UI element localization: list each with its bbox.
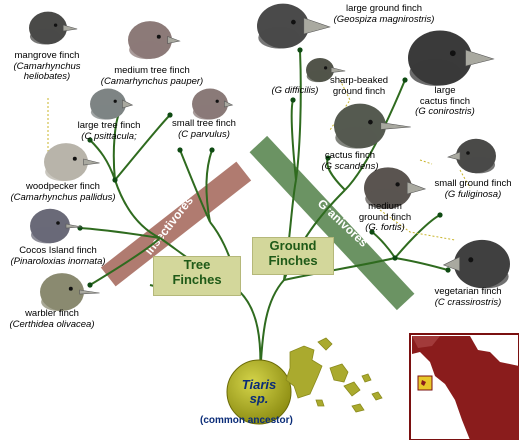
galapagos-islands-map xyxy=(285,337,383,413)
finch-head-icon xyxy=(29,3,510,312)
cocos-island-finch-head-icon xyxy=(30,208,83,244)
large-cactus-finch-head-icon xyxy=(408,30,495,86)
sharp-beaked-finch-head-icon xyxy=(306,57,346,83)
ancestor-label: (common ancestor) xyxy=(200,415,293,426)
small-tree-finch-head-icon xyxy=(192,88,234,120)
ancestor-name: Tiaris sp. xyxy=(229,378,289,406)
label-large-ground-finch: large ground finch (Geospiza magnirostri… xyxy=(333,3,435,25)
ancestor-sp: sp. xyxy=(249,391,269,406)
ancestor-node[interactable] xyxy=(226,359,292,425)
label-woodpecker-finch: woodpecker finch (Camarhynchus pallidus) xyxy=(10,181,116,203)
label-medium-tree-finch: medium tree finch (Camarhynchus pauper) xyxy=(100,65,204,87)
label-cactus-finch: cactus finch (G scandens) xyxy=(321,150,379,172)
large-ground-finch-head-icon xyxy=(257,3,331,49)
large-tree-finch-head-icon xyxy=(90,88,134,120)
medium-ground-finch-head-icon xyxy=(364,167,427,209)
small-ground-finch-head-icon xyxy=(447,138,496,174)
label-vegetarian-finch: vegetarian finch (C crassirostris) xyxy=(434,286,502,308)
woodpecker-finch-head-icon xyxy=(44,143,100,182)
label-sharp-beaked-finch: sharp-beaked ground finch xyxy=(329,75,389,97)
tree-finches-line2: Finches xyxy=(172,272,222,287)
ground-finches-box: Ground Finches xyxy=(252,237,334,275)
label-sharp-beaked-sci: (G difficilis) xyxy=(271,85,319,96)
vegetarian-finch-head-icon xyxy=(442,239,510,289)
medium-tree-finch-head-icon xyxy=(128,21,181,60)
node-dots xyxy=(77,47,451,288)
label-medium-ground-finch: medium ground finch (G. fortis) xyxy=(358,201,412,233)
mangrove-finch-head-icon xyxy=(29,11,78,45)
south-america-map xyxy=(409,333,519,440)
label-large-tree-finch: large tree finch (C psittacula; xyxy=(77,120,141,142)
tree-finches-line1: Tree xyxy=(183,257,211,272)
label-cocos-island-finch: Cocos Island finch (Pinaroloxias inornat… xyxy=(10,245,106,267)
label-mangrove-finch: mangrove finch (Camarhynchus heliobates) xyxy=(13,50,81,82)
label-warbler-finch: warbler finch (Certhidea olivacea) xyxy=(9,308,95,330)
label-large-cactus-finch: large cactus finch (G conirostris) xyxy=(415,85,475,117)
label-small-ground-finch: small ground finch (G fuliginosa) xyxy=(434,178,512,200)
label-small-tree-finch: small tree finch (C parvulus) xyxy=(172,118,236,140)
cactus-finch-head-icon xyxy=(334,103,411,149)
ground-finches-line2: Finches xyxy=(268,253,318,268)
ground-finches-line1: Ground xyxy=(269,238,317,253)
tree-finches-box: Tree Finches xyxy=(153,256,241,296)
warbler-finch-head-icon xyxy=(40,273,100,312)
granivores-band xyxy=(249,135,415,311)
ancestor-genus: Tiaris xyxy=(241,377,277,392)
